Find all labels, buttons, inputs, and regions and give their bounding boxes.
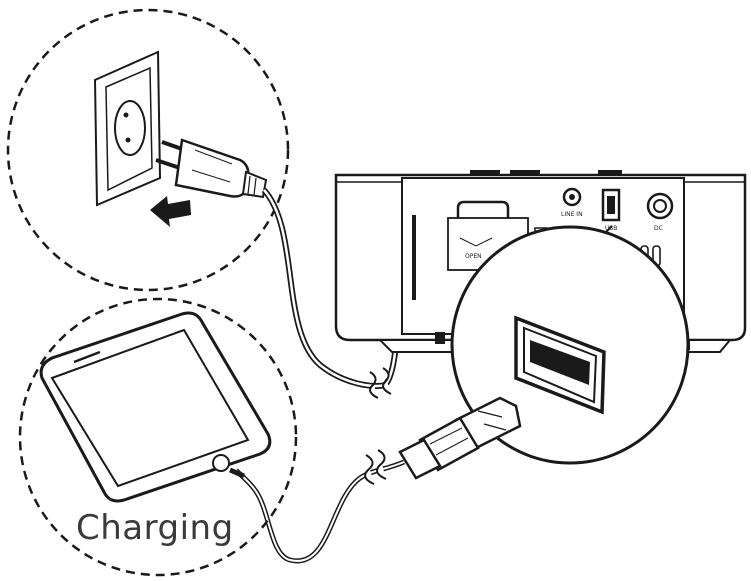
usb-cable <box>234 449 405 564</box>
usb-port-icon: USB <box>601 188 621 232</box>
audio-port-icon: LINE IN <box>561 187 583 218</box>
dc-port-icon: DC <box>646 192 674 232</box>
cover-label: OPEN <box>465 253 482 260</box>
charging-caption: Charging <box>76 508 234 548</box>
socket-detail-circle <box>6 8 290 292</box>
power-plug-icon <box>155 138 268 199</box>
audio-port-label: LINE IN <box>561 211 583 218</box>
usb-port-label: USB <box>605 225 617 232</box>
dc-port-label: DC <box>654 225 663 232</box>
wall-socket-icon <box>93 50 162 207</box>
insert-arrow-icon <box>150 196 191 227</box>
smartphone-icon <box>39 311 272 503</box>
usb-plug-icon <box>398 396 522 480</box>
phone-detail-circle <box>18 297 298 577</box>
